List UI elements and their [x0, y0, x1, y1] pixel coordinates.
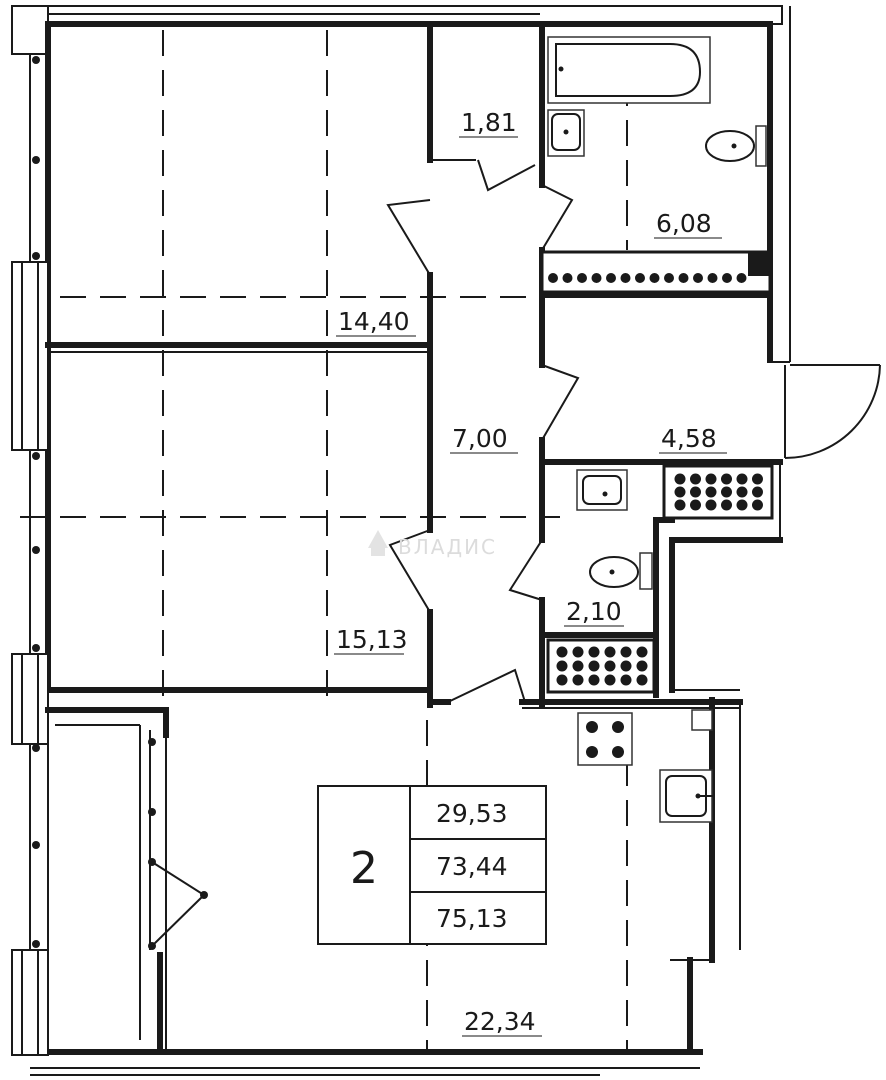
- shaft-dot: [693, 273, 703, 283]
- shaft-dot: [674, 486, 686, 498]
- shaft-dot: [674, 499, 686, 511]
- area-with-balcony: 75,13: [436, 904, 508, 933]
- shaft-dot: [604, 646, 616, 658]
- bathtub-icon: [547, 36, 711, 104]
- shaft-dot: [690, 473, 701, 485]
- shaft-dot: [548, 273, 558, 283]
- ventilation-shaft-top: [540, 250, 772, 294]
- shaft-dot: [591, 273, 602, 283]
- shaft-dot: [636, 660, 648, 672]
- room-count: 2: [350, 843, 378, 894]
- shaft-dot: [705, 473, 717, 485]
- doors: [386, 159, 881, 703]
- area-label-kitchen-living: 22,34: [464, 1007, 536, 1036]
- living-area: 29,53: [436, 799, 508, 828]
- stove-icon: [577, 712, 633, 766]
- area-label-hall-closet: 1,81: [461, 108, 517, 137]
- shaft-dot: [678, 273, 689, 283]
- shaft-dot: [752, 499, 763, 511]
- shaft-dot: [562, 273, 573, 283]
- area-label-bedroom-bottom: 15,13: [336, 625, 408, 654]
- shaft-top-dots-pattern: [548, 273, 747, 283]
- shaft-dot: [620, 674, 632, 686]
- watermark: ВЛАДИС: [368, 530, 497, 559]
- shaft-dot: [736, 499, 748, 511]
- wc-toilet-icon: [589, 552, 653, 590]
- shaft-dot: [752, 486, 763, 498]
- shaft-dot: [664, 273, 674, 283]
- shaft-dot: [556, 660, 568, 672]
- area-label-wc: 2,10: [566, 597, 622, 626]
- shaft-dot: [588, 674, 600, 686]
- shaft-dot: [636, 674, 648, 686]
- shaft-wc-dots-pattern: [556, 646, 648, 686]
- shaft-dot: [736, 486, 748, 498]
- shaft-dot: [620, 660, 632, 672]
- shaft-dot: [577, 273, 587, 283]
- area-label-bedroom-top: 14,40: [338, 307, 410, 336]
- shaft-dot: [674, 473, 686, 485]
- shaft-dot: [604, 660, 616, 672]
- balcony: [45, 707, 208, 1055]
- area-summary-box: 2 29,53 73,44 75,13: [317, 785, 547, 945]
- shaft-dot: [690, 486, 701, 498]
- shaft-dot: [705, 499, 717, 511]
- shaft-dot: [707, 273, 718, 283]
- shaft-dot: [620, 646, 632, 658]
- shaft-dot: [736, 473, 748, 485]
- windows-left: [11, 56, 49, 1056]
- shaft-dot: [572, 660, 584, 672]
- sink-icon: [547, 109, 585, 157]
- kitchen-sink-icon: [659, 769, 714, 823]
- shaft-dot: [721, 486, 732, 498]
- area-label-corridor: 7,00: [452, 424, 508, 453]
- shaft-dot: [736, 273, 747, 283]
- shaft-dot: [721, 499, 732, 511]
- shaft-dot: [721, 473, 732, 485]
- shaft-dot: [588, 646, 600, 658]
- exterior-walls: [11, 5, 791, 1076]
- room-labels: 1,81 6,08 14,40 7,00 4,58 2,10 15,13 22,…: [334, 108, 727, 1037]
- shaft-hall-dots-pattern: [674, 473, 763, 511]
- shaft-dot: [588, 660, 600, 672]
- wc-sink-icon: [576, 469, 628, 511]
- toilet-icon: [705, 125, 767, 167]
- shaft-dot: [620, 273, 631, 283]
- shaft-dot: [572, 646, 584, 658]
- shaft-dot: [722, 273, 732, 283]
- shaft-dot: [606, 273, 616, 283]
- riser-box: [691, 709, 713, 731]
- shaft-dot: [705, 486, 717, 498]
- shaft-dot: [635, 273, 645, 283]
- area-label-entrance-hall: 4,58: [661, 424, 717, 453]
- shaft-dot: [690, 499, 701, 511]
- watermark-text: ВЛАДИС: [398, 535, 497, 559]
- interior-walls: [45, 21, 783, 709]
- shaft-dot: [649, 273, 660, 283]
- shaft-dot: [752, 473, 763, 485]
- shaft-dot: [636, 646, 648, 658]
- shaft-dot: [572, 674, 584, 686]
- total-area: 73,44: [436, 852, 508, 881]
- area-label-bathroom: 6,08: [656, 209, 712, 238]
- shaft-dot: [556, 646, 568, 658]
- shaft-dot: [556, 674, 568, 686]
- shaft-dot: [604, 674, 616, 686]
